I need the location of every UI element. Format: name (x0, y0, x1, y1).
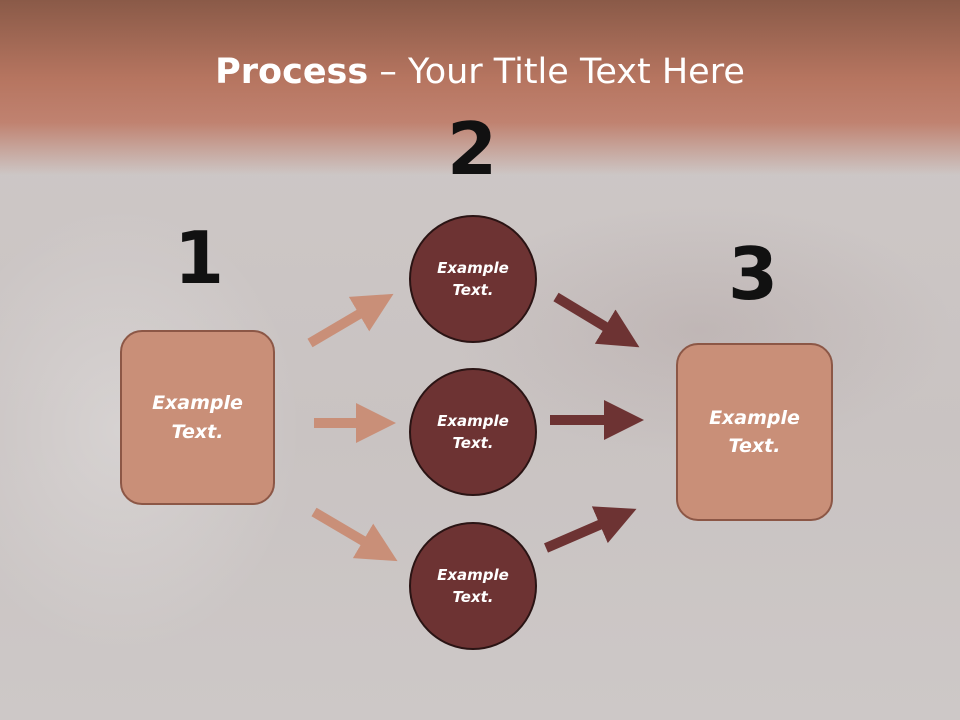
slide-title: Process – Your Title Text Here (0, 52, 960, 92)
step-2-circle-middle[interactable]: Example Text. (409, 368, 537, 496)
circle-top-line2: Text. (452, 281, 494, 299)
title-rest: – Your Title Text Here (368, 52, 745, 92)
title-band (0, 0, 960, 175)
circle-mid-line1: Example (437, 411, 509, 430)
arrow-bottom-to-right (544, 506, 637, 553)
step-2-circle-top[interactable]: Example Text. (409, 215, 537, 343)
arrow-left-to-bottom (311, 507, 398, 562)
circle-bottom-line1: Example (437, 565, 509, 584)
circle-bottom-label: Example Text. (418, 564, 528, 609)
circle-top-label: Example Text. (418, 257, 528, 302)
step-1-label: Example Text. (143, 389, 253, 446)
circle-mid-line2: Text. (452, 434, 494, 452)
step-1-box[interactable]: Example Text. (120, 330, 275, 505)
step-3-line2: Text. (728, 435, 781, 457)
step-number-2: 2 (446, 107, 498, 191)
arrow-left-to-top (307, 293, 394, 348)
step-1-line1: Example (152, 392, 243, 414)
circle-bottom-line2: Text. (452, 588, 494, 606)
step-3-line1: Example (709, 406, 800, 429)
circle-top-line1: Example (437, 258, 509, 277)
step-number-3: 3 (727, 232, 779, 316)
title-strong: Process (215, 52, 369, 92)
step-number-1: 1 (173, 216, 225, 300)
step-3-label: Example Text. (700, 404, 810, 461)
step-1-line2: Text. (171, 420, 224, 443)
arrow-top-to-right (553, 292, 640, 348)
circle-mid-label: Example Text. (418, 410, 528, 455)
step-2-circle-bottom[interactable]: Example Text. (409, 522, 537, 650)
step-3-box[interactable]: Example Text. (676, 343, 833, 521)
